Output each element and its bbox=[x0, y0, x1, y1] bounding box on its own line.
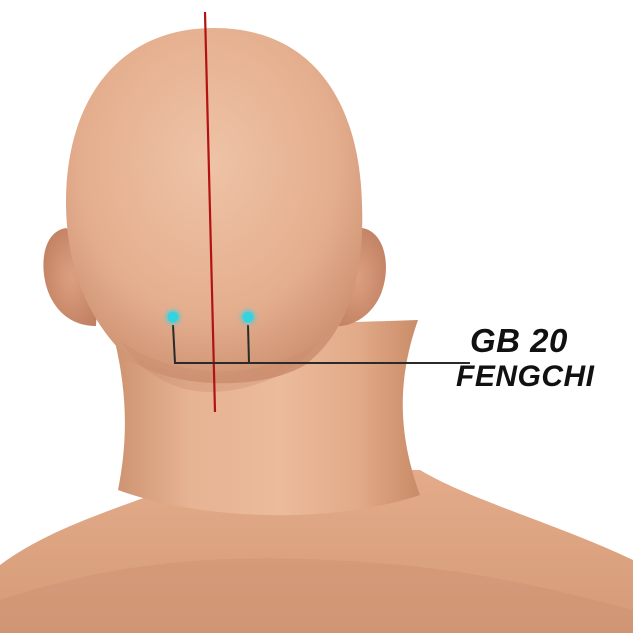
fengchi-left-point bbox=[168, 312, 179, 323]
leader-right-drop bbox=[248, 325, 249, 363]
acupoint-name-label: FENGCHI bbox=[456, 360, 595, 394]
acupoint-code-label: GB 20 bbox=[470, 322, 568, 360]
skull bbox=[66, 28, 362, 383]
fengchi-right-point bbox=[243, 312, 254, 323]
